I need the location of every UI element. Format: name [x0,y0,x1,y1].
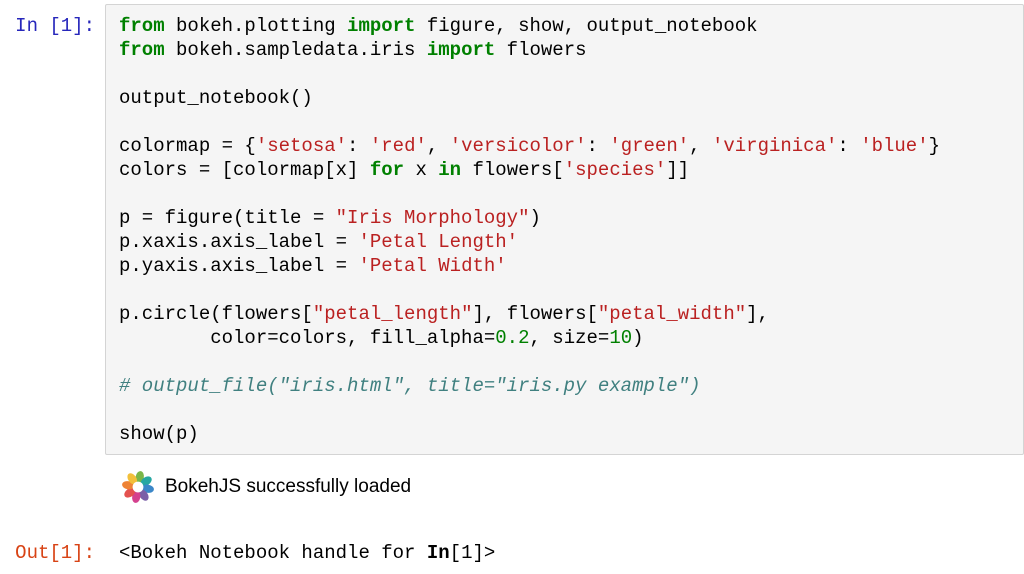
code-line: colormap = {'setosa': 'red', 'versicolor… [119,135,941,157]
code-line: from bokeh.plotting import figure, show,… [119,15,758,37]
output-repr: <Bokeh Notebook handle for In[1]> [105,541,1024,565]
code-line: p.yaxis.axis_label = 'Petal Width' [119,255,507,277]
code-line: from bokeh.sampledata.iris import flower… [119,39,587,61]
code-line: <Bokeh Notebook handle for In[1]> [119,542,496,564]
output-cell: Out[1]: <Bokeh Notebook handle for In[1]… [0,541,1024,565]
code-line [119,110,1010,134]
code-line [119,182,1010,206]
code-line: p.xaxis.axis_label = 'Petal Length' [119,231,519,253]
code-line: color=colors, fill_alpha=0.2, size=10) [119,327,644,349]
code-line: p.circle(flowers["petal_length"], flower… [119,303,769,325]
code-cell: In [1]: from bokeh.plotting import figur… [0,4,1024,455]
notebook-page: { "colors": { "in_prompt": "#2727bb", "o… [0,4,1024,574]
code-line [119,278,1010,302]
output-prompt: Out[1]: [15,542,95,564]
code-editor[interactable]: from bokeh.plotting import figure, show,… [105,4,1024,455]
code-line [119,350,1010,374]
code-line [119,398,1010,422]
code-line: output_notebook() [119,87,313,109]
code-line: colors = [colormap[x] for x in flowers['… [119,159,690,181]
code-line: # output_file("iris.html", title="iris.p… [119,375,701,397]
code-line [119,62,1010,86]
input-prompt: In [1]: [15,15,95,37]
code-line: show(p) [119,423,199,445]
code-line: p = figure(title = "Iris Morphology") [119,207,541,229]
bokeh-load-message: BokehJS successfully loaded [165,476,412,497]
bokeh-logo-icon [120,469,156,505]
bokeh-load-status: BokehJS successfully loaded [120,469,1024,505]
